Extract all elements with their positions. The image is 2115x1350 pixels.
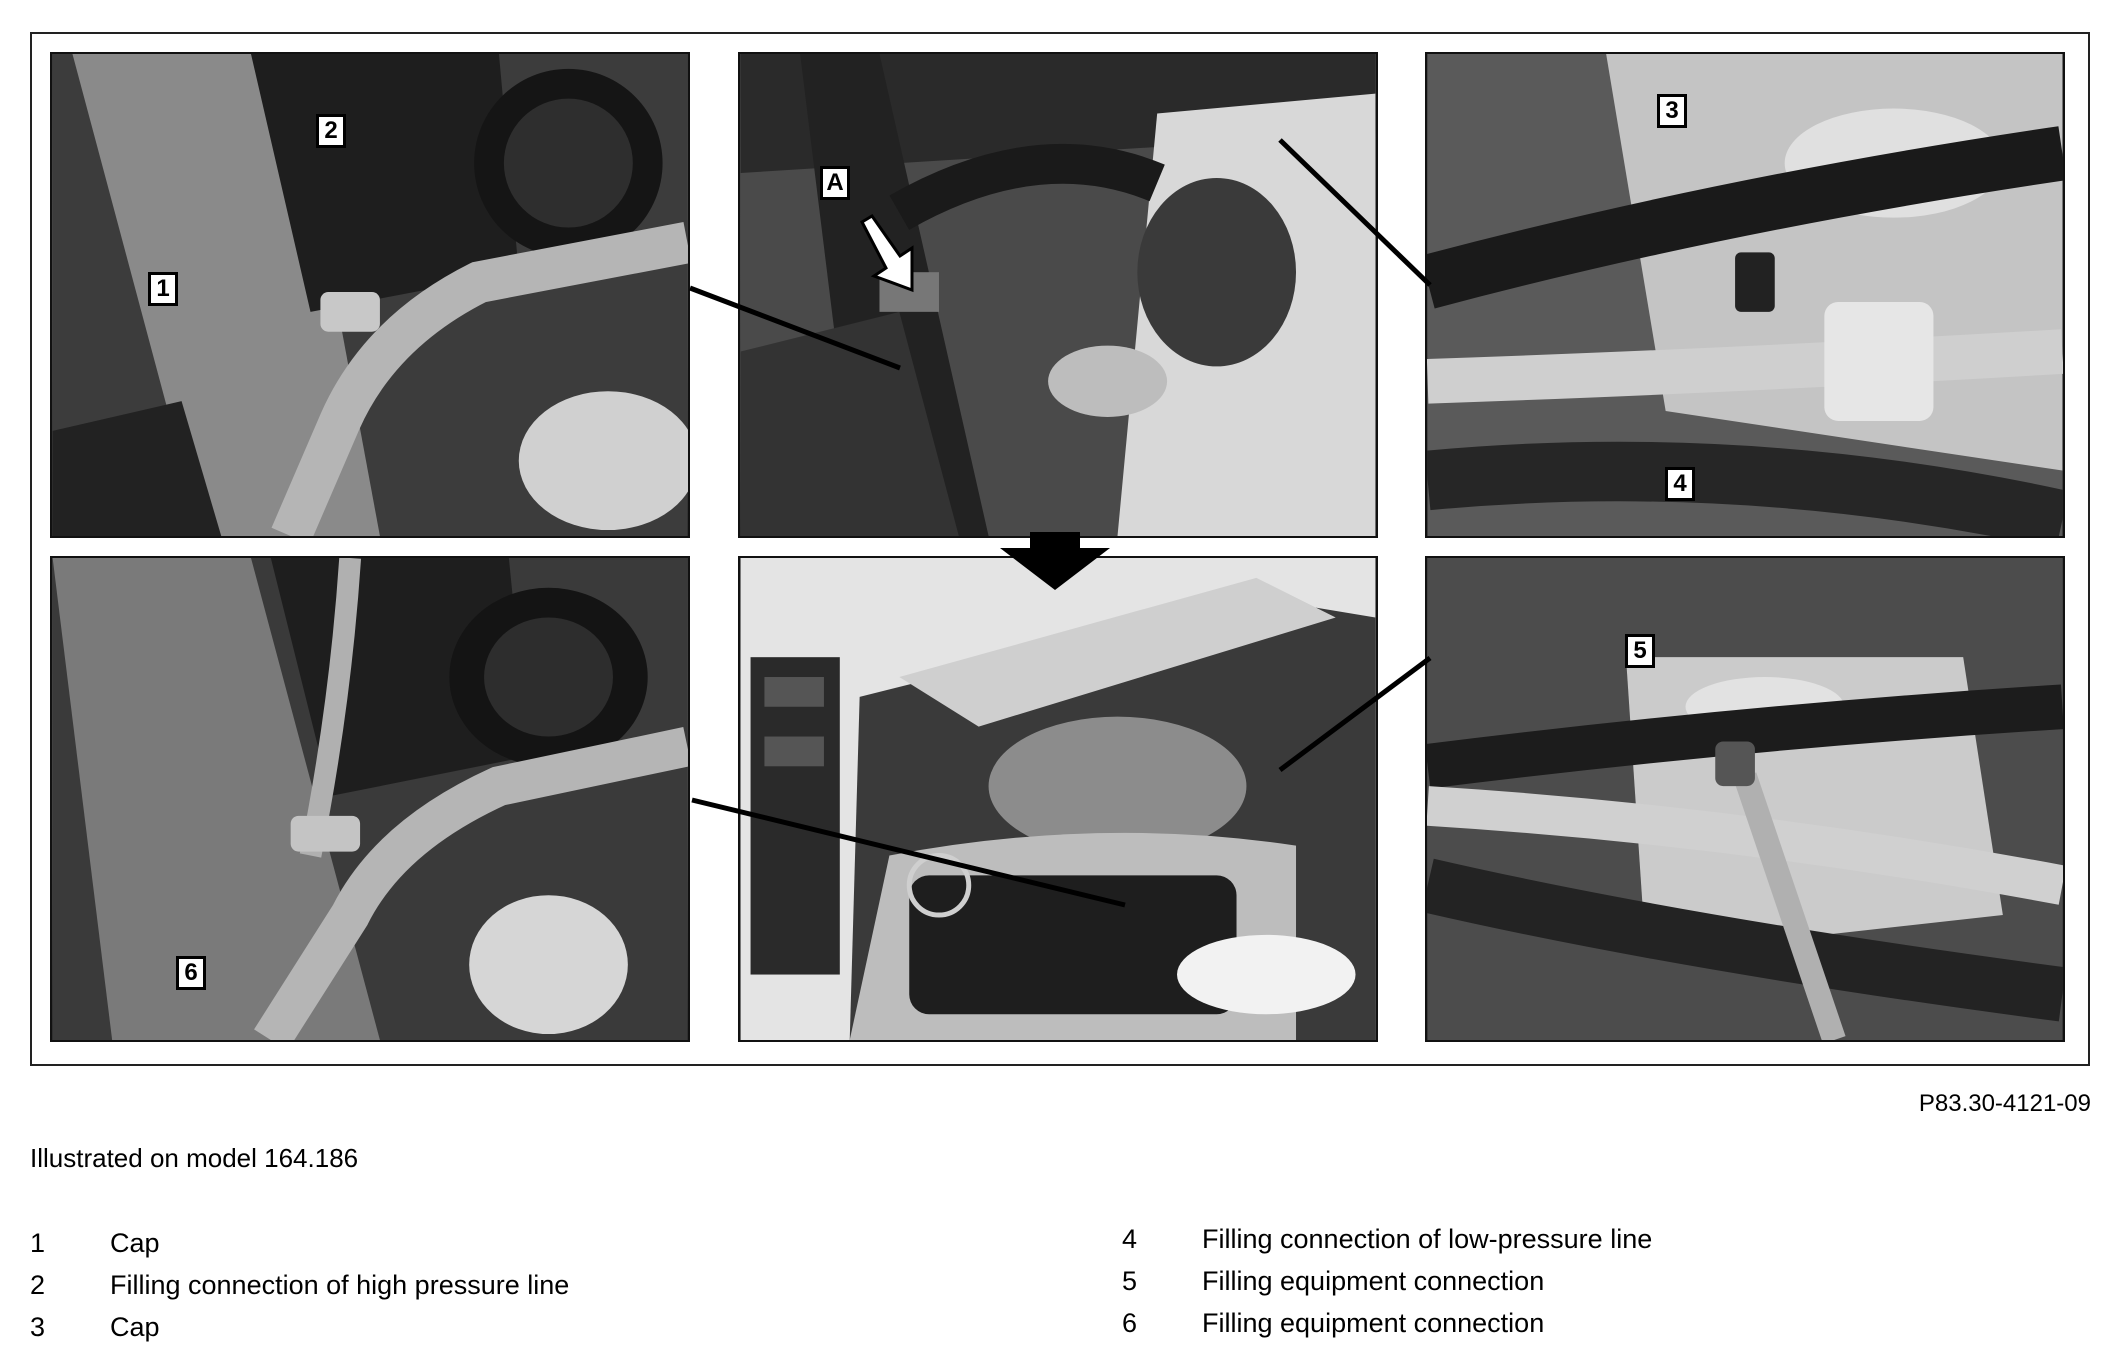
legend-number: 2	[30, 1269, 46, 1300]
figure-reference-code: P83.30-4121-09	[1918, 1090, 2091, 1117]
engine-compartment-illustration	[740, 54, 1376, 536]
engine-bay-illustration	[52, 54, 688, 536]
legend-text: Filling equipment connection	[1202, 1265, 1545, 1296]
legend-number: 4	[1122, 1223, 1138, 1254]
legend-number: 1	[30, 1227, 46, 1258]
legend-item: 2 Filling connection of high pressure li…	[30, 1264, 569, 1306]
photo-vehicle-with-filling-unit	[738, 556, 1378, 1042]
vehicle-front-illustration	[740, 558, 1376, 1040]
legend-left: 1 Cap 2 Filling connection of high press…	[30, 1222, 569, 1348]
legend-text: Cap	[110, 1311, 160, 1342]
legend-number: 3	[30, 1311, 46, 1342]
photo-high-pressure-connection: 1 2	[50, 52, 690, 538]
legend-item: 5 Filling equipment connection	[1122, 1260, 1652, 1302]
callout-4: 4	[1665, 467, 1695, 501]
callout-a: A	[820, 166, 850, 200]
legend-text: Filling connection of low-pressure line	[1202, 1223, 1653, 1254]
legend-item: 1 Cap	[30, 1222, 569, 1264]
low-pressure-line-illustration	[1427, 54, 2063, 536]
low-side-hose-illustration	[1427, 558, 2063, 1040]
callout-2: 2	[316, 114, 346, 148]
legend-text: Cap	[110, 1227, 160, 1258]
photo-filling-equipment-low-side: 5	[1425, 556, 2065, 1042]
legend-item: 6 Filling equipment connection	[1122, 1302, 1652, 1344]
legend-text: Filling connection of high pressure line	[110, 1269, 570, 1300]
figure-caption: Illustrated on model 164.186	[30, 1143, 359, 1173]
legend-number: 6	[1122, 1307, 1138, 1338]
legend-text: Filling equipment connection	[1202, 1307, 1545, 1338]
legend-number: 5	[1122, 1265, 1138, 1296]
photo-engine-compartment-overview: A	[738, 52, 1378, 538]
legend-item: 3 Cap	[30, 1306, 569, 1348]
legend-right: 4 Filling connection of low-pressure lin…	[1122, 1218, 1652, 1344]
callout-5: 5	[1625, 634, 1655, 668]
callout-1: 1	[148, 272, 178, 306]
callout-3: 3	[1657, 94, 1687, 128]
callout-6: 6	[176, 956, 206, 990]
photo-filling-equipment-high-side: 6	[50, 556, 690, 1042]
high-side-hose-illustration	[52, 558, 688, 1040]
photo-low-pressure-connection: 3 4	[1425, 52, 2065, 538]
legend-item: 4 Filling connection of low-pressure lin…	[1122, 1218, 1652, 1260]
